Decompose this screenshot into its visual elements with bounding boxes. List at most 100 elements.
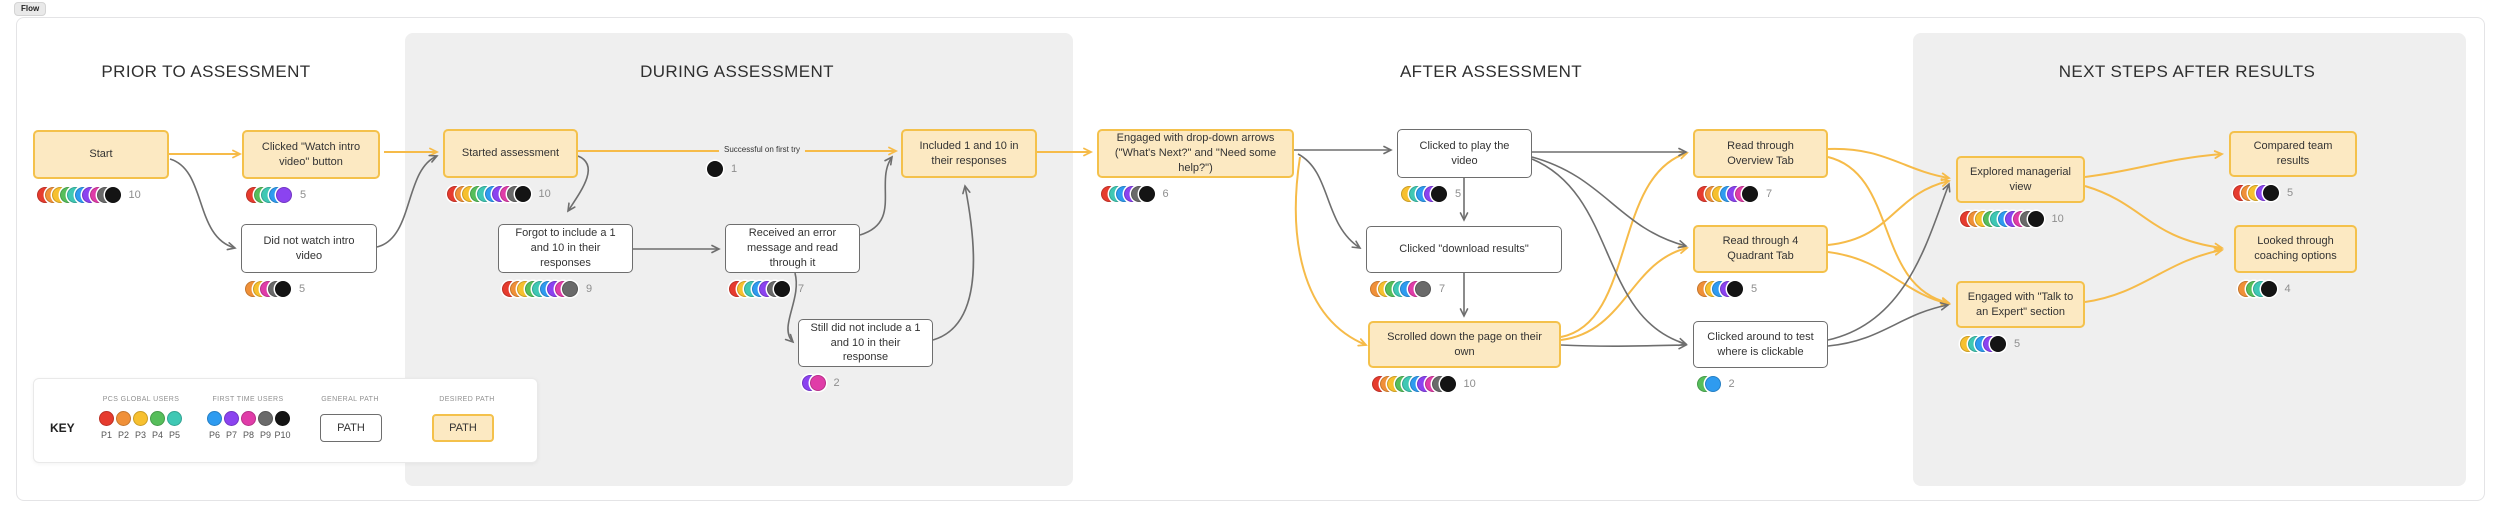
participant-count: 7 (1766, 188, 1773, 200)
participants-started: 10 (447, 186, 551, 202)
legend-desired-path-box: PATH (432, 414, 494, 442)
node-received-error-message[interactable]: Received an error message and read throu… (725, 224, 860, 273)
legend-dot-p9 (258, 411, 273, 426)
node-clicked-play-video[interactable]: Clicked to play the video (1397, 129, 1532, 178)
legend-dot-label: P4 (151, 430, 163, 440)
section-title-next-steps: NEXT STEPS AFTER RESULTS (2058, 62, 2316, 81)
participants-clicked-around: 2 (1697, 376, 1735, 392)
legend-dot-p4 (150, 411, 165, 426)
participant-count: 5 (300, 189, 307, 201)
participant-dot-p10 (774, 281, 790, 297)
participants-engaged-talk: 5 (1960, 336, 2020, 352)
participants-clicked-download: 7 (1370, 281, 1445, 297)
participant-count: 5 (2287, 187, 2294, 199)
legend-title: KEY (50, 421, 75, 435)
participant-dot-p10 (2260, 281, 2277, 297)
participants-received-error: 7 (729, 281, 804, 297)
node-read-4-quadrant-tab[interactable]: Read through 4 Quadrant Tab (1693, 225, 1828, 273)
node-looked-through-coaching[interactable]: Looked through coaching options (2234, 225, 2357, 273)
legend-dot-p1 (99, 411, 114, 426)
participant-count: 6 (1162, 188, 1169, 200)
node-clicked-around-to-test[interactable]: Clicked around to test where is clickabl… (1693, 321, 1828, 368)
participant-dot-p9 (562, 281, 578, 297)
participant-dot-p10 (1742, 186, 1758, 202)
participant-dot-p10 (1431, 186, 1447, 202)
node-engaged-talk-to-expert[interactable]: Engaged with "Talk to an Expert" section (1956, 281, 2085, 328)
participant-dot-p10 (1727, 281, 1743, 297)
participants-compared-team: 5 (2233, 185, 2293, 201)
participants-engaged-dropdown: 6 (1101, 186, 1169, 202)
participant-count: 2 (1728, 378, 1735, 390)
legend-dot-p5 (167, 411, 182, 426)
participant-dot-p10 (2263, 185, 2279, 201)
legend-title-desired-path: DESIRED PATH (439, 396, 495, 403)
legend-title-general-path: GENERAL PATH (321, 396, 379, 403)
legend-dot-p7 (224, 411, 239, 426)
participants-looked-coaching: 4 (2238, 281, 2291, 297)
node-scrolled-down-page[interactable]: Scrolled down the page on their own (1368, 321, 1561, 368)
section-title-after: AFTER ASSESSMENT (1399, 62, 1583, 81)
legend-dot-label: P7 (225, 430, 237, 440)
participant-dot-p10 (1990, 336, 2006, 352)
node-explored-managerial-view[interactable]: Explored managerial view (1956, 156, 2085, 203)
node-included-1-and-10[interactable]: Included 1 and 10 in their responses (901, 129, 1037, 178)
node-started-assessment[interactable]: Started assessment (443, 129, 578, 178)
participant-dot-p10 (1439, 376, 1456, 392)
node-engaged-dropdown-arrows[interactable]: Engaged with drop-down arrows ("What's N… (1097, 129, 1294, 178)
participant-dot-p10 (514, 186, 531, 202)
node-start[interactable]: Start (33, 130, 169, 179)
flow-tab[interactable]: Flow (14, 2, 47, 16)
legend-dot-label: P6 (208, 430, 220, 440)
participants-read-quadrant: 5 (1697, 281, 1757, 297)
participant-count: 4 (2284, 283, 2291, 295)
participant-count: 5 (2014, 338, 2021, 350)
node-read-overview-tab[interactable]: Read through Overview Tab (1693, 129, 1828, 178)
node-clicked-download-results[interactable]: Clicked "download results" (1366, 226, 1562, 273)
participant-dot-p9 (1415, 281, 1431, 297)
legend-dot-p8 (241, 411, 256, 426)
legend-dot-label: P9 (259, 430, 271, 440)
legend-dot-label: P2 (117, 430, 129, 440)
participants-explored-managerial: 10 (1960, 211, 2064, 227)
participants-still-did-not: 2 (802, 375, 840, 391)
participants-start: 10 (37, 187, 141, 203)
participants-successful-first-try: 1 (707, 161, 737, 177)
node-compared-team-results[interactable]: Compared team results (2229, 131, 2357, 177)
participant-count: 5 (1455, 188, 1462, 200)
node-forgot-1-and-10[interactable]: Forgot to include a 1 and 10 in their re… (498, 224, 633, 273)
participants-scrolled-down: 10 (1372, 376, 1476, 392)
legend-dot-label: P10 (274, 430, 291, 440)
participants-forgot: 9 (502, 281, 592, 297)
participant-count: 10 (128, 189, 141, 201)
section-title-prior: PRIOR TO ASSESSMENT (101, 62, 311, 81)
node-did-not-watch-intro-video[interactable]: Did not watch intro video (241, 224, 377, 273)
legend-dot-p6 (207, 411, 222, 426)
legend-general-path-box: PATH (320, 414, 382, 442)
participants-clicked-play: 5 (1401, 186, 1461, 202)
legend-group-title-global-users: PCS GLOBAL USERS (102, 396, 180, 403)
legend-dot-p2 (116, 411, 131, 426)
participant-count: 5 (299, 283, 306, 295)
participant-dot-p10 (2027, 211, 2044, 227)
legend-group-title-first-time-users: FIRST TIME USERS (212, 396, 284, 403)
participant-dot-p8 (809, 375, 826, 391)
participants-did-not-watch: 5 (245, 281, 305, 297)
legend-dot-label: P8 (242, 430, 254, 440)
participant-count: 10 (2051, 213, 2064, 225)
node-still-did-not-include[interactable]: Still did not include a 1 and 10 in thei… (798, 319, 933, 367)
participant-count: 1 (731, 163, 738, 175)
legend-dot-p3 (133, 411, 148, 426)
participant-dot-p10 (104, 187, 121, 203)
legend-dot-label: P1 (100, 430, 112, 440)
node-clicked-watch-intro-video[interactable]: Clicked "Watch intro video" button (242, 130, 380, 179)
participant-dot-p10 (707, 161, 723, 177)
participants-read-overview: 7 (1697, 186, 1772, 202)
participants-clicked-watch: 5 (246, 187, 306, 203)
section-background-next-steps (1913, 33, 2466, 486)
participant-count: 10 (538, 188, 551, 200)
participant-dot-p10 (275, 281, 291, 297)
legend-dot-label: P3 (134, 430, 146, 440)
